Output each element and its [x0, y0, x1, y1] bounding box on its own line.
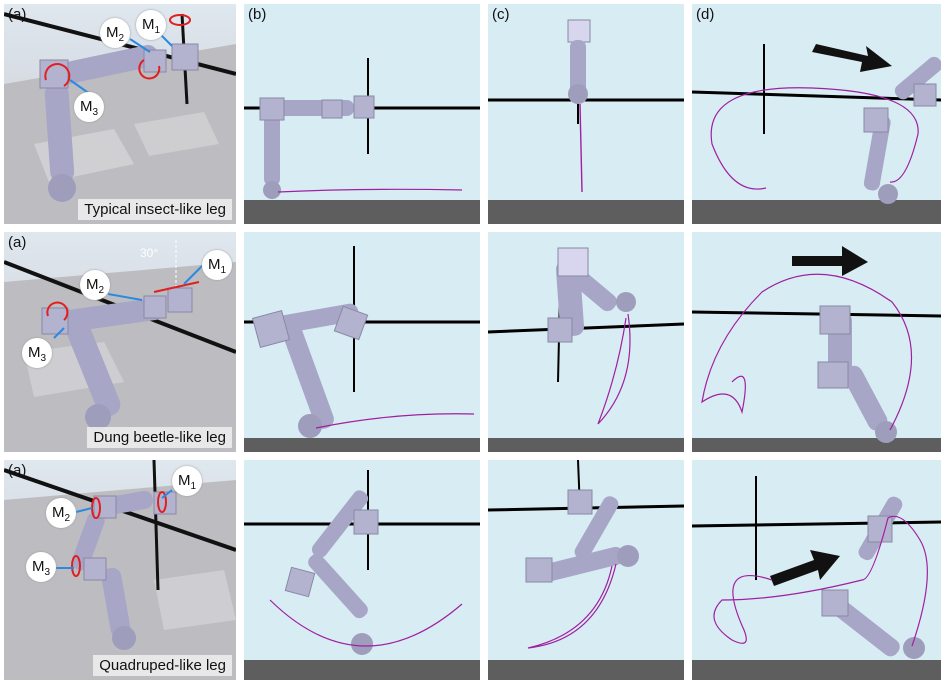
quadruped-trajectory-c: [488, 460, 684, 680]
insect-trajectory-c: [488, 4, 684, 224]
panel-label-a-row3: (a): [8, 462, 27, 479]
panel-a-row2: (a) 30° M1 M2 M3 Dung beetle-like leg: [4, 232, 236, 452]
motor-label-m1: M1: [136, 10, 166, 40]
insect-trajectory-b: [244, 4, 480, 224]
panel-a-row1: (a) M2 M1 M3 Typical insect-like leg: [4, 4, 236, 224]
panel-a-row3: (a) M1 M2 M3 Quadruped-like leg: [4, 460, 236, 680]
panel-b-row3: [244, 460, 480, 680]
dung-beetle-trajectory-c: [488, 232, 684, 452]
angle-label: 30°: [140, 246, 159, 260]
dung-beetle-trajectory-b: [244, 232, 480, 452]
panel-c-row3: [488, 460, 684, 680]
motor-label-m2: M2: [46, 498, 76, 528]
quadruped-trajectory-d: [692, 460, 941, 680]
dung-beetle-leg-scene: [4, 232, 236, 452]
panel-d-row1: (d): [692, 4, 941, 224]
insect-trajectory-d: [692, 4, 941, 224]
motor-label-m3: M3: [22, 338, 52, 368]
panel-label-a: (a): [8, 6, 27, 23]
motor-label-m1: M1: [172, 466, 202, 496]
motor-label-m2: M2: [100, 18, 130, 48]
quadruped-trajectory-b: [244, 460, 480, 680]
dung-beetle-trajectory-d: [692, 232, 941, 452]
motion-direction-arrow: [770, 550, 840, 586]
panel-c-row1: (c): [488, 4, 684, 224]
panel-d-row3: [692, 460, 941, 680]
panel-b-row1: (b): [244, 4, 480, 224]
motor-label-m3: M3: [74, 92, 104, 122]
motor-label-m3: M3: [26, 552, 56, 582]
panel-label-a-row2: (a): [8, 234, 27, 251]
panel-c-row2: [488, 232, 684, 452]
panel-b-row2: (b): [244, 232, 480, 452]
motion-direction-arrow: [812, 44, 892, 72]
motor-label-m1: M1: [202, 250, 232, 280]
panel-label-b: (b): [248, 6, 267, 23]
motion-direction-arrow: [792, 246, 868, 276]
leg-caption: Dung beetle-like leg: [87, 427, 232, 448]
leg-caption: Typical insect-like leg: [78, 199, 232, 220]
panel-label-d: (d): [696, 6, 715, 23]
panel-d-row2: [692, 232, 941, 452]
leg-caption: Quadruped-like leg: [93, 655, 232, 676]
motor-label-m2: M2: [80, 270, 110, 300]
panel-label-c: (c): [492, 6, 510, 23]
